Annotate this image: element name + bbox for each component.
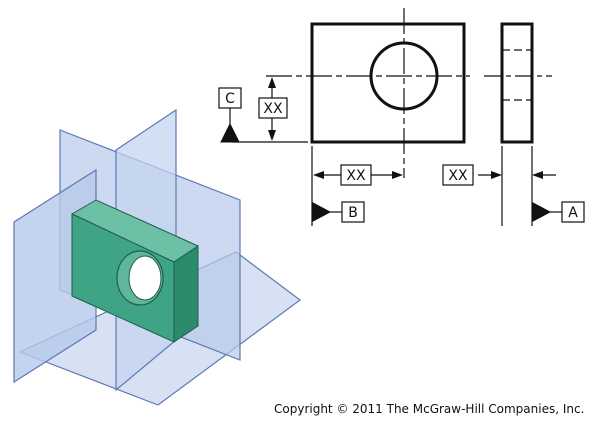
side-view xyxy=(484,22,552,226)
datum-b-box xyxy=(341,201,365,223)
side-dimension-box xyxy=(442,164,474,186)
dimensions xyxy=(232,77,556,226)
pictorial-view xyxy=(13,108,302,406)
side-dimension-label: XX xyxy=(448,168,468,184)
square-part xyxy=(70,199,200,343)
part-hole-inner xyxy=(128,255,162,301)
datum-c-triangle xyxy=(220,122,240,143)
datum-a-triangle xyxy=(532,202,552,222)
datum-a-box xyxy=(561,201,585,223)
part-side-face xyxy=(173,245,199,343)
side-arrow-left xyxy=(491,171,502,179)
horizontal-dimension-box xyxy=(340,164,372,186)
vertical-arrow-top xyxy=(268,77,276,88)
horizontal-dimension-label: XX xyxy=(346,168,366,184)
side-view-outline xyxy=(500,22,534,144)
datum-b-triangle xyxy=(312,202,332,222)
vertical-dimension-label: XX xyxy=(263,101,283,117)
horizontal-arrow-left xyxy=(313,171,324,179)
datum-b-label: B xyxy=(348,205,358,221)
vertical-arrow-bottom xyxy=(268,130,276,141)
labels: C B A XX XX XX xyxy=(225,91,578,221)
side-arrow-right xyxy=(532,171,543,179)
datum-symbols xyxy=(218,87,585,223)
vertical-dimension-box xyxy=(258,97,288,119)
datum-c-box xyxy=(218,87,242,109)
front-view xyxy=(266,8,470,178)
horizontal-arrow-right xyxy=(392,171,403,179)
datum-c-label: C xyxy=(225,91,235,107)
copyright-notice: Copyright © 2011 The McGraw-Hill Compani… xyxy=(274,402,585,416)
datum-a-label: A xyxy=(568,205,578,221)
front-view-outline xyxy=(310,22,466,144)
